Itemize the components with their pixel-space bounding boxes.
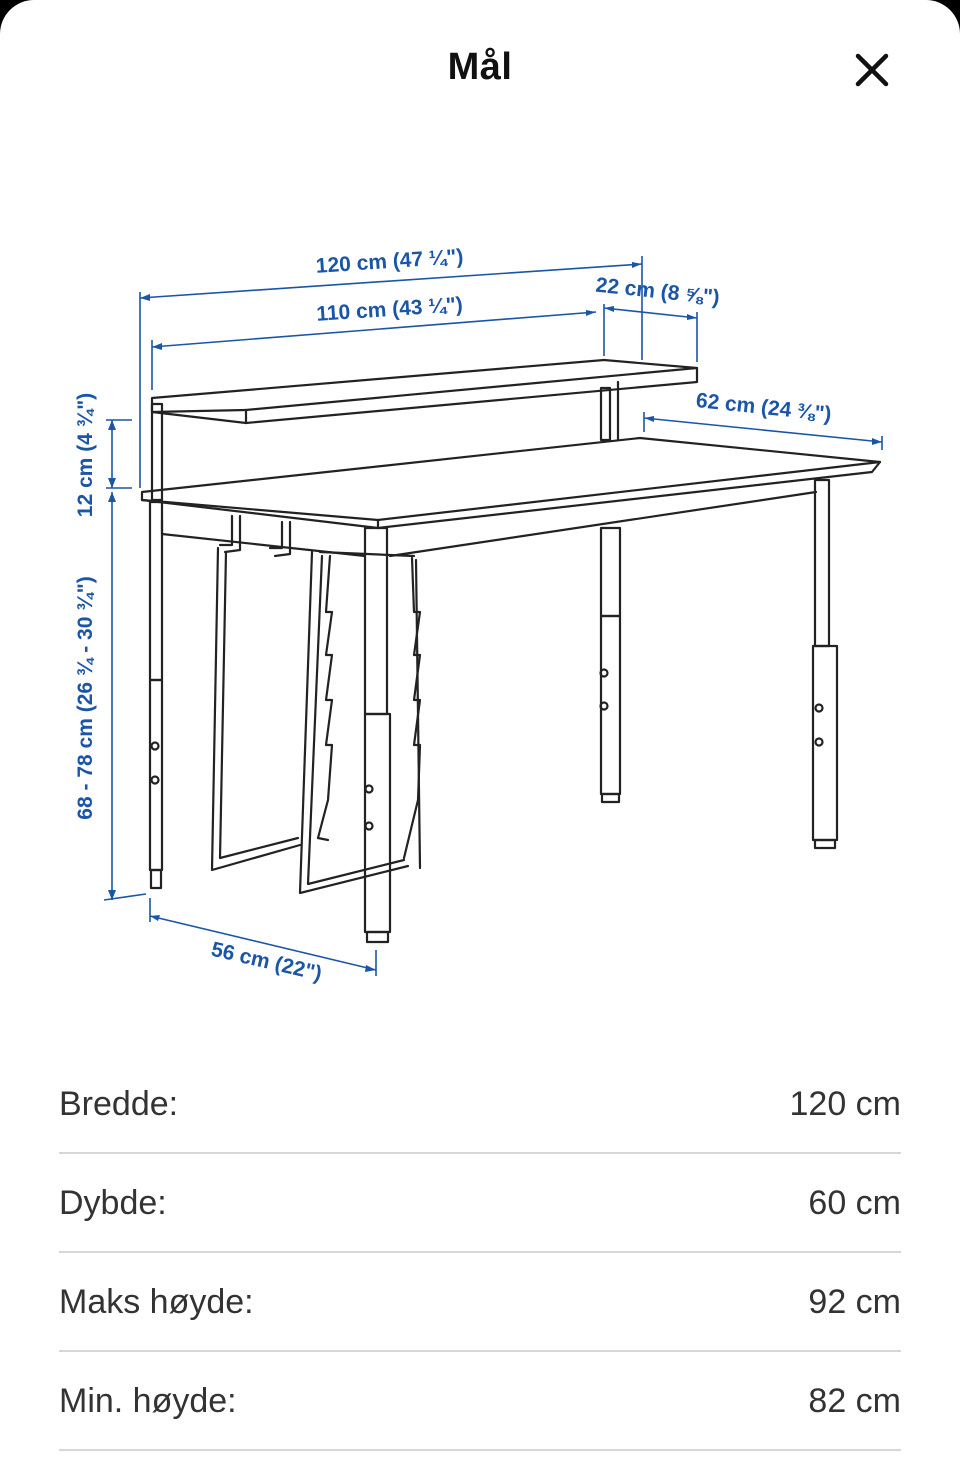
spec-label: Bredde: (59, 1085, 179, 1123)
spec-value: 60 cm (808, 1184, 901, 1222)
spec-value: 120 cm (789, 1085, 902, 1123)
close-button[interactable] (842, 40, 902, 100)
spec-label: Dybde: (59, 1184, 167, 1222)
spec-value: 92 cm (808, 1283, 901, 1321)
dim-desk-height: 68 - 78 cm (26 ¾ - 30 ¾") (74, 576, 97, 819)
spec-row-max-height: Maks høyde: 92 cm (59, 1254, 901, 1352)
sheet-header: Mål (0, 0, 960, 140)
spec-list: Bredde: 120 cm Dybde: 60 cm Maks høyde: … (59, 1056, 901, 1452)
dim-shelf-depth: 22 cm (8 ⅝") (595, 274, 721, 310)
dim-shelf-height: 12 cm (4 ¾") (74, 393, 97, 517)
spec-row-min-height: Min. høyde: 82 cm (59, 1353, 901, 1451)
close-icon (855, 53, 889, 87)
dim-leg-depth: 56 cm (22") (209, 938, 324, 986)
spec-label: Min. høyde: (59, 1382, 237, 1420)
dim-shelf-width: 110 cm (43 ¼") (316, 293, 464, 326)
dim-total-width: 120 cm (47 ¼") (315, 245, 464, 278)
desk-dimension-diagram: 120 cm (47 ¼") 110 cm (43 ¼") 22 cm (8 ⅝… (0, 170, 960, 1030)
spec-row-width: Bredde: 120 cm (59, 1056, 901, 1154)
desk-illustration: 120 cm (47 ¼") 110 cm (43 ¼") 22 cm (8 ⅝… (74, 245, 883, 986)
dim-desk-depth: 62 cm (24 ⅜") (695, 389, 833, 426)
sheet-title: Mål (447, 46, 513, 88)
spec-value: 82 cm (808, 1382, 901, 1420)
spec-row-depth: Dybde: 60 cm (59, 1155, 901, 1253)
spec-label: Maks høyde: (59, 1283, 254, 1321)
